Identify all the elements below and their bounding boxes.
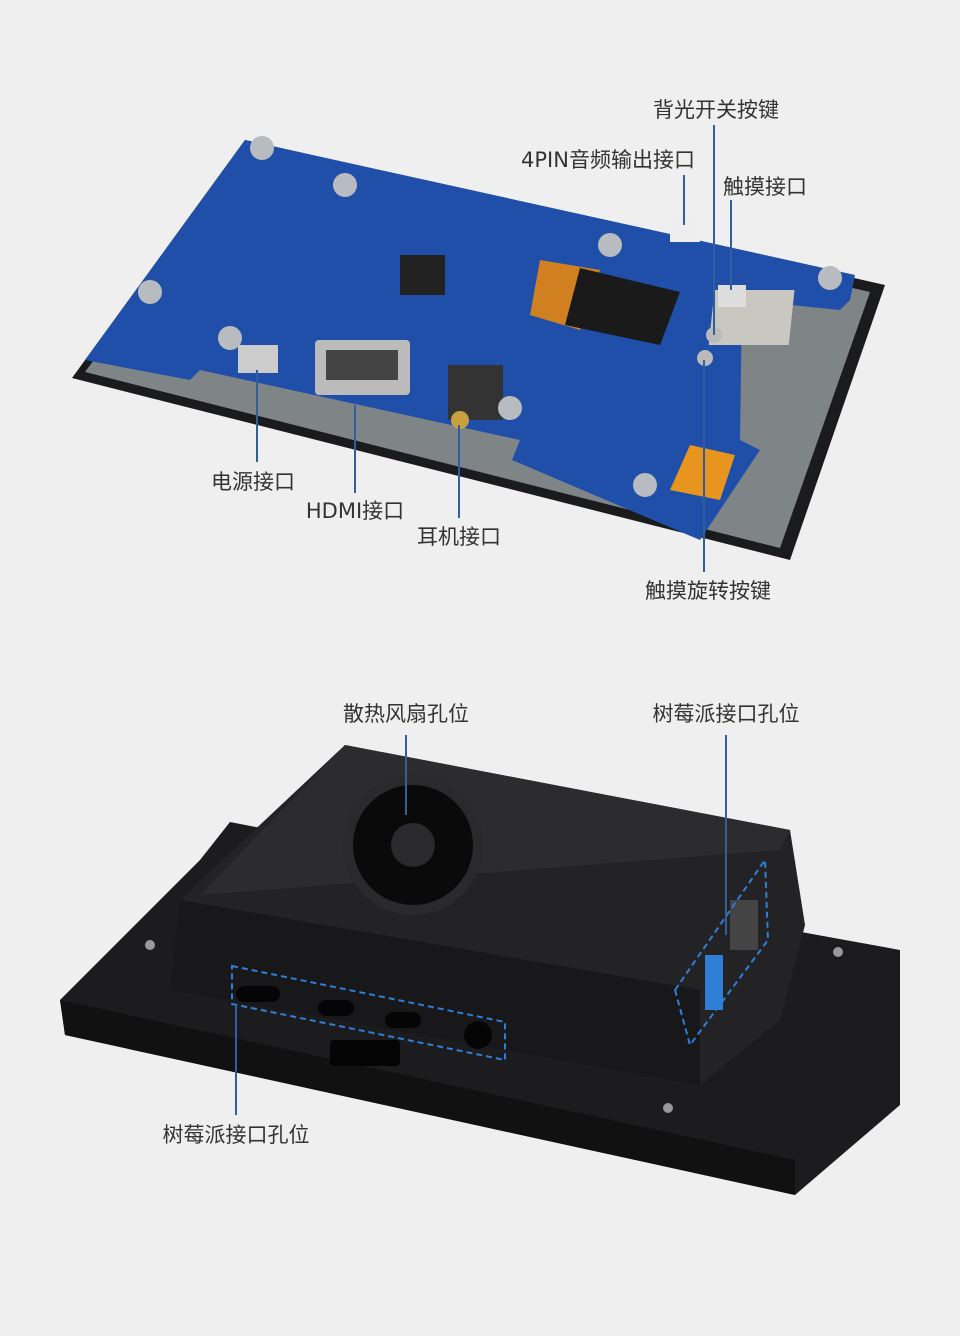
leader-line-power <box>256 370 258 462</box>
label-power-port: 电源接口 <box>211 470 295 494</box>
leader-line-headphone <box>458 425 460 518</box>
leader-line-rotate <box>703 360 705 572</box>
label-touch-port: 触摸接口 <box>723 175 807 199</box>
leader-line-hdmi <box>354 405 356 493</box>
leader-line-touch <box>730 200 732 290</box>
lcd-board <box>72 136 885 560</box>
label-fan-hole: 散热风扇孔位 <box>343 702 469 726</box>
leader-line-pi-right <box>725 735 727 935</box>
label-pi-ports-bottom: 树莓派接口孔位 <box>162 1123 310 1147</box>
label-touch-rotate: 触摸旋转按键 <box>645 579 771 603</box>
leader-line-fan <box>405 735 407 815</box>
leader-line-audio <box>683 175 685 225</box>
leader-line-pi-bottom <box>235 1005 237 1115</box>
leader-line-backlight <box>713 125 715 335</box>
label-backlight-switch: 背光开关按键 <box>653 98 779 122</box>
label-audio-4pin: 4PIN音频输出接口 <box>521 148 695 172</box>
label-pi-ports-right: 树莓派接口孔位 <box>652 702 800 726</box>
case-assembly <box>60 745 900 1195</box>
label-hdmi-port: HDMI接口 <box>305 499 405 523</box>
label-headphone-port: 耳机接口 <box>417 525 501 549</box>
